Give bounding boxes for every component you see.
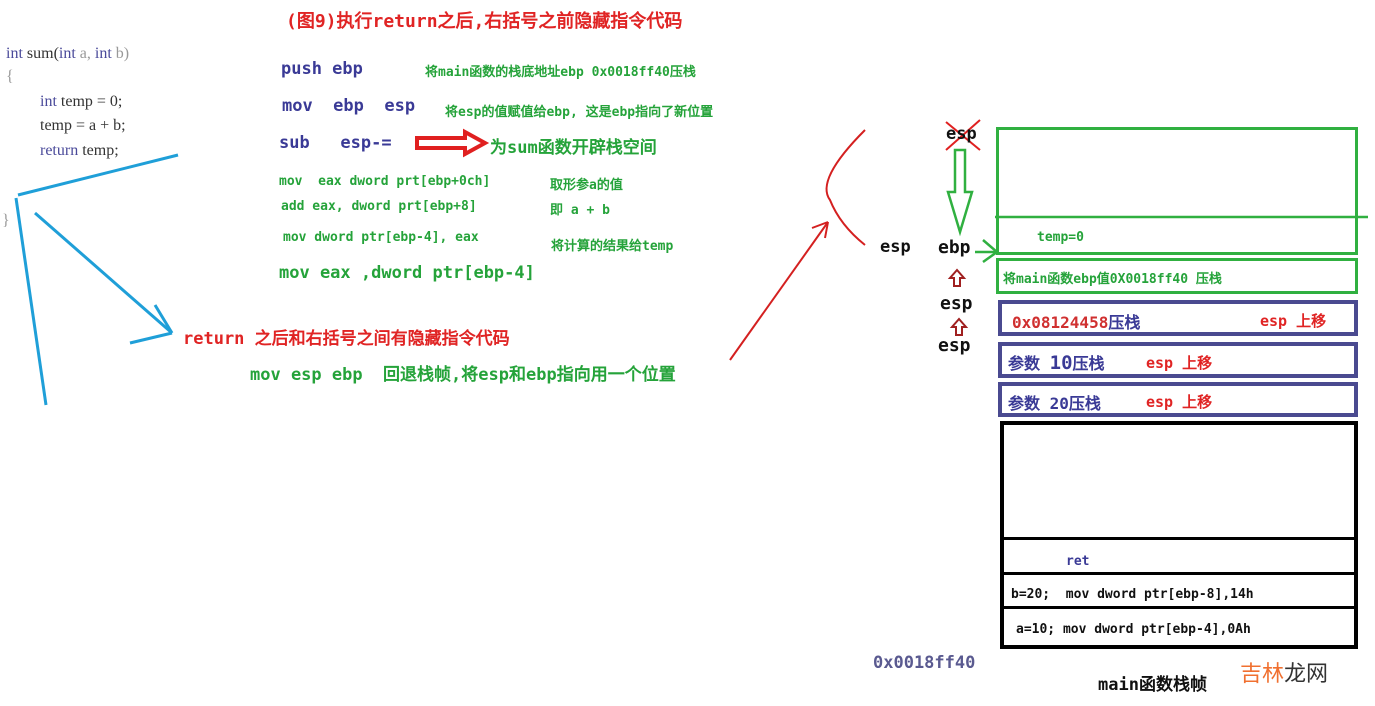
esp-up-text: esp 上移 <box>1146 354 1213 372</box>
watermark: 吉林龙网 <box>1240 662 1329 687</box>
code-close-brace: } <box>2 212 10 229</box>
saved-ebp-text: 将main函数ebp值0X0018ff40 压栈 <box>1003 272 1222 287</box>
asm-instr: mov eax ,dword ptr[ebp-4] <box>279 263 535 283</box>
hidden-instruction: mov esp ebp 回退栈帧,将esp和ebp指向用一个位置 <box>250 365 676 385</box>
blue-bracket-arrow <box>14 153 179 406</box>
red-hollow-arrow <box>415 128 490 158</box>
kw: int <box>58 45 76 62</box>
esp-up-text: esp 上移 <box>1146 393 1213 411</box>
ret-addr-slot: 0x08124458压栈 esp 上移 <box>998 300 1358 336</box>
ret-addr-text: 0x08124458压栈 <box>1012 309 1140 333</box>
red-curve-arrow <box>729 129 866 361</box>
code-open-brace: { <box>6 68 14 85</box>
return-note: return 之后和右括号之间有隐藏指令代码 <box>183 329 510 349</box>
a-slot: a=10; mov dword ptr[ebp-4],0Ah <box>1016 622 1251 637</box>
esp-label: esp <box>940 293 973 314</box>
param-10-slot: 参数 10压栈 esp 上移 <box>998 342 1358 378</box>
asm-comment: 即 a + b <box>550 203 610 218</box>
asm-instr: add eax, dword prt[ebp+8] <box>281 199 477 214</box>
sum-frame-box: temp=0 <box>996 127 1358 255</box>
esp-label-old: esp <box>946 124 977 144</box>
saved-ebp-slot: 将main函数ebp值0X0018ff40 压栈 <box>996 258 1358 294</box>
asm-instr: mov ebp esp <box>282 96 416 116</box>
code-text: temp; <box>78 142 119 159</box>
asm-comment: 取形参a的值 <box>550 178 623 193</box>
esp-label: esp <box>938 335 971 356</box>
ret-slot: ret <box>1066 554 1090 569</box>
kw: int <box>6 45 23 62</box>
esp-label: esp <box>880 237 911 257</box>
divider <box>1004 606 1354 609</box>
temp-slot: temp=0 <box>1037 230 1084 245</box>
ebp-label: ebp <box>938 237 971 258</box>
divider <box>1004 572 1354 575</box>
param-20-slot: 参数 20压栈 esp 上移 <box>998 382 1358 417</box>
green-down-arrow-icon <box>946 148 974 237</box>
figure-title: (图9)执行return之后,右括号之前隐藏指令代码 <box>286 11 683 32</box>
code-line-2: temp = a + b; <box>40 117 126 134</box>
green-right-arrow-icon <box>975 239 1000 264</box>
asm-instr: push ebp <box>281 59 363 79</box>
code-text: a, <box>75 45 95 62</box>
kw: return <box>40 142 79 159</box>
code-signature: int sum(int a, int b) <box>6 45 129 63</box>
code-line-1: int temp = 0; <box>40 93 122 111</box>
code-text: b) <box>111 45 130 62</box>
code-text: sum( <box>22 45 59 62</box>
asm-instr: sub esp-= <box>279 133 392 153</box>
esp-cross-icon <box>945 119 981 151</box>
kw: int <box>40 93 57 110</box>
divider <box>1004 537 1354 540</box>
ret-addr: 0x08124458 <box>1012 313 1109 332</box>
code-text: temp = 0; <box>56 93 123 110</box>
red-up-arrow-icon <box>947 268 969 336</box>
param-10-text: 参数 10压栈 <box>1008 352 1105 374</box>
asm-instr: mov eax dword prt[ebp+0ch] <box>279 174 491 189</box>
push-text: 压栈 <box>1108 313 1141 332</box>
main-frame-label: main函数栈帧 <box>1098 675 1207 695</box>
asm-instr: mov dword ptr[ebp-4], eax <box>283 230 479 245</box>
code-line-3: return temp; <box>40 142 119 160</box>
asm-comment: 将计算的结果给temp <box>551 239 674 254</box>
asm-comment: 为sum函数开辟栈空间 <box>490 138 657 158</box>
main-frame-box: ret b=20; mov dword ptr[ebp-8],14h a=10;… <box>1000 421 1358 649</box>
asm-comment: 将esp的值赋值给ebp, 这是ebp指向了新位置 <box>445 105 714 120</box>
asm-comment: 将main函数的栈底地址ebp 0x0018ff40压栈 <box>425 65 696 80</box>
main-ebp-address: 0x0018ff40 <box>873 653 976 673</box>
param-20-text: 参数 20压栈 <box>1008 394 1101 413</box>
b-slot: b=20; mov dword ptr[ebp-8],14h <box>1011 587 1254 602</box>
kw: int <box>94 45 112 62</box>
esp-up-text: esp 上移 <box>1260 312 1327 330</box>
